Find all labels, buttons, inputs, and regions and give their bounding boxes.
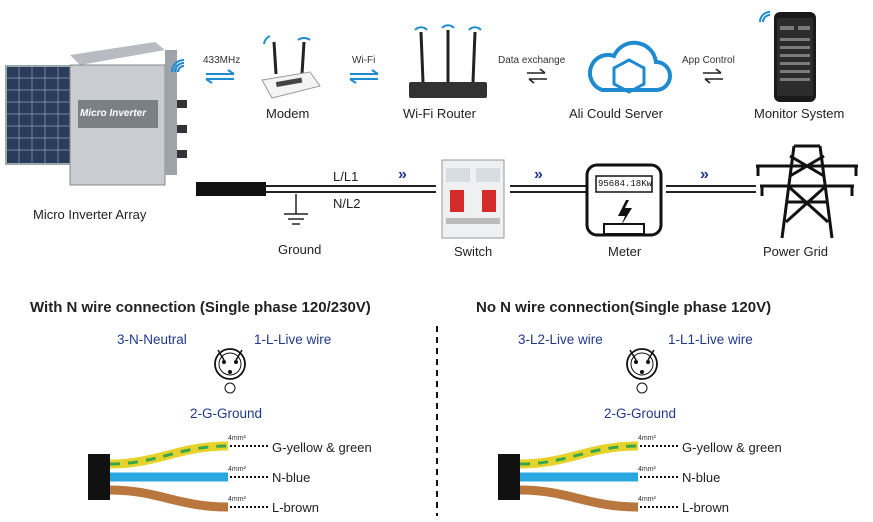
exchange-arrow-icon: [527, 68, 547, 84]
ground-icon: [284, 194, 308, 225]
smartphone-icon: [774, 12, 816, 102]
left-pin-ground: 2-G-Ground: [190, 406, 263, 421]
wifi-signal-icon: [759, 11, 771, 23]
exchange-arrow-icon: [703, 68, 723, 84]
wire-label: G-yellow & green: [272, 440, 372, 455]
micro-inverter-label: Micro Inverter Array: [33, 207, 147, 222]
panel-divider: [436, 326, 438, 516]
cloud-icon: [588, 40, 672, 94]
meter-reading: 95684.18Kw: [598, 179, 653, 189]
modem-label: Modem: [266, 106, 310, 121]
bidirectional-arrow-icon: [349, 69, 379, 84]
wire-size: 4mm²: [228, 466, 246, 473]
power-tower-icon: [756, 144, 858, 239]
router-icon: [409, 24, 487, 98]
left-panel-heading: With N wire connection (Single phase 120…: [30, 299, 371, 316]
data-exchange-label: Data exchange: [498, 55, 566, 66]
grid-label: Power Grid: [763, 244, 829, 259]
n-line-label: N/L2: [333, 196, 361, 211]
wire-label: L-brown: [682, 500, 729, 515]
wire-size: 4mm²: [228, 496, 246, 503]
left-pin-neutral: 3-N-Neutral: [117, 332, 187, 347]
l-line-label: L/L1: [333, 169, 359, 184]
wire-size: 4mm²: [638, 466, 656, 473]
wire-label: N-blue: [682, 470, 721, 485]
router-label: Wi-Fi Router: [403, 106, 476, 121]
connector-plug-icon: [214, 348, 246, 394]
power-cable: [196, 182, 756, 196]
meter-label: Meter: [608, 244, 642, 259]
wifi-signal-icon: [171, 59, 185, 73]
right-pin-l2: 3-L2-Live wire: [518, 332, 603, 347]
flow-arrow-icon: »: [534, 166, 543, 183]
flow-arrow-icon: »: [700, 166, 709, 183]
right-panel-heading: No N wire connection(Single phase 120V): [476, 299, 772, 316]
ground-label: Ground: [278, 242, 322, 257]
inverter-brand-text: Micro Inverter: [80, 108, 147, 119]
wire-size: 4mm²: [228, 435, 246, 442]
wire-label: G-yellow & green: [682, 440, 782, 455]
monitor-label: Monitor System: [754, 106, 845, 121]
left-pin-live: 1-L-Live wire: [254, 332, 332, 347]
wifi-label: Wi-Fi: [352, 55, 376, 66]
app-control-label: App Control: [682, 55, 735, 66]
wire-size: 4mm²: [638, 496, 656, 503]
micro-inverter-icon: [69, 42, 187, 186]
wire-label: L-brown: [272, 500, 319, 515]
left-cable: [88, 441, 270, 512]
freq-label: 433MHz: [203, 55, 241, 66]
right-cable: [498, 441, 680, 512]
flow-arrow-icon: »: [398, 166, 407, 183]
modem-icon: [261, 35, 321, 99]
meter-icon: [585, 163, 663, 237]
wire-size: 4mm²: [638, 435, 656, 442]
right-pin-ground: 2-G-Ground: [604, 406, 677, 421]
connector-plug-icon: [626, 348, 658, 394]
switch-label: Switch: [454, 244, 493, 259]
cloud-label: Ali Could Server: [569, 106, 663, 121]
breaker-switch-icon: [441, 159, 505, 239]
wire-label: N-blue: [272, 470, 311, 485]
right-pin-l1: 1-L1-Live wire: [668, 332, 753, 347]
bidirectional-arrow-icon: [205, 69, 235, 84]
